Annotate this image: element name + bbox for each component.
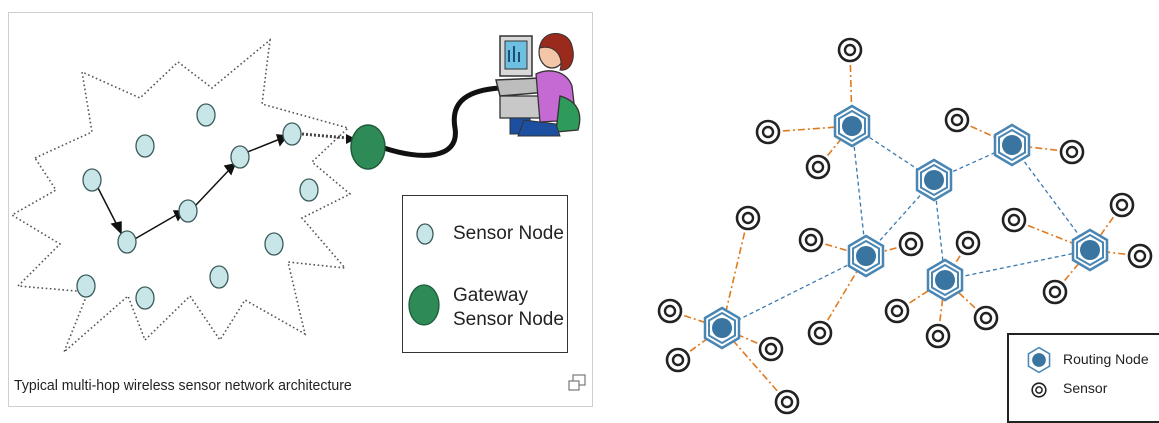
sensor-node [82, 168, 102, 192]
sensor-node [135, 286, 155, 310]
legend-sensor-label: Sensor [1063, 380, 1108, 396]
gateway-node [350, 124, 386, 170]
sensor-node [117, 230, 137, 254]
sensor-icon [657, 298, 683, 324]
sensor-icon [735, 205, 761, 231]
sensor-icon [944, 107, 970, 133]
sensor-node [196, 103, 216, 127]
sensor-icon [665, 347, 691, 373]
routing-node-icon [993, 123, 1031, 167]
sensor-icon [884, 298, 910, 324]
routing-node-icon [833, 104, 871, 148]
sensor-node [135, 134, 155, 158]
routing-node-icon [1071, 228, 1109, 272]
left-legend-box: Sensor Node Gateway Sensor Node [402, 195, 568, 353]
sensor-node [299, 178, 319, 202]
sensor-icon [1042, 279, 1068, 305]
sensor-node [230, 145, 250, 169]
sensor-icon [774, 389, 800, 415]
routing-node-icon [847, 234, 885, 278]
sensor-node [178, 199, 198, 223]
legend-sensor-node-label: Sensor Node [453, 223, 564, 244]
sensor-icon [1127, 243, 1153, 269]
routing-node-icon [915, 158, 953, 202]
right-legend-box: Routing Node Sensor [1007, 333, 1159, 423]
sensor-icon [973, 305, 999, 331]
sensor-node [282, 122, 302, 146]
multihop-route [95, 134, 289, 241]
sensor-icon [898, 231, 924, 257]
sensor-icon [837, 37, 863, 63]
sensor-icon [925, 323, 951, 349]
legend-routing-node-icon [1027, 346, 1051, 374]
user-workstation-icon [495, 33, 581, 137]
routing-node-icon [926, 258, 964, 302]
gateway-link [301, 132, 356, 144]
gateway-cable [383, 85, 501, 158]
sensor-node [209, 265, 229, 289]
sensor-icon [1059, 139, 1085, 165]
right-legend-symbols [1027, 346, 1051, 398]
sensor-node [76, 274, 96, 298]
routing-links [721, 125, 1091, 329]
legend-sensor-icon [1031, 382, 1047, 398]
sensor-icon [1001, 207, 1027, 233]
sensor-node [264, 232, 284, 256]
sensor-icon [758, 336, 784, 362]
caption-bar [12, 370, 590, 404]
sensor-icon [798, 227, 824, 253]
sensor-icon [955, 230, 981, 256]
sensor-icon [805, 154, 831, 180]
routing-node-icon [703, 306, 741, 350]
sensor-icon [755, 119, 781, 145]
sensor-icon [1109, 192, 1135, 218]
legend-routing-node-label: Routing Node [1063, 351, 1149, 367]
enlarge-icon[interactable] [567, 374, 587, 392]
figure-caption: Typical multi-hop wireless sensor networ… [14, 377, 352, 394]
sensor-icon [807, 320, 833, 346]
legend-gateway-label: Gateway Sensor Node [453, 285, 564, 330]
